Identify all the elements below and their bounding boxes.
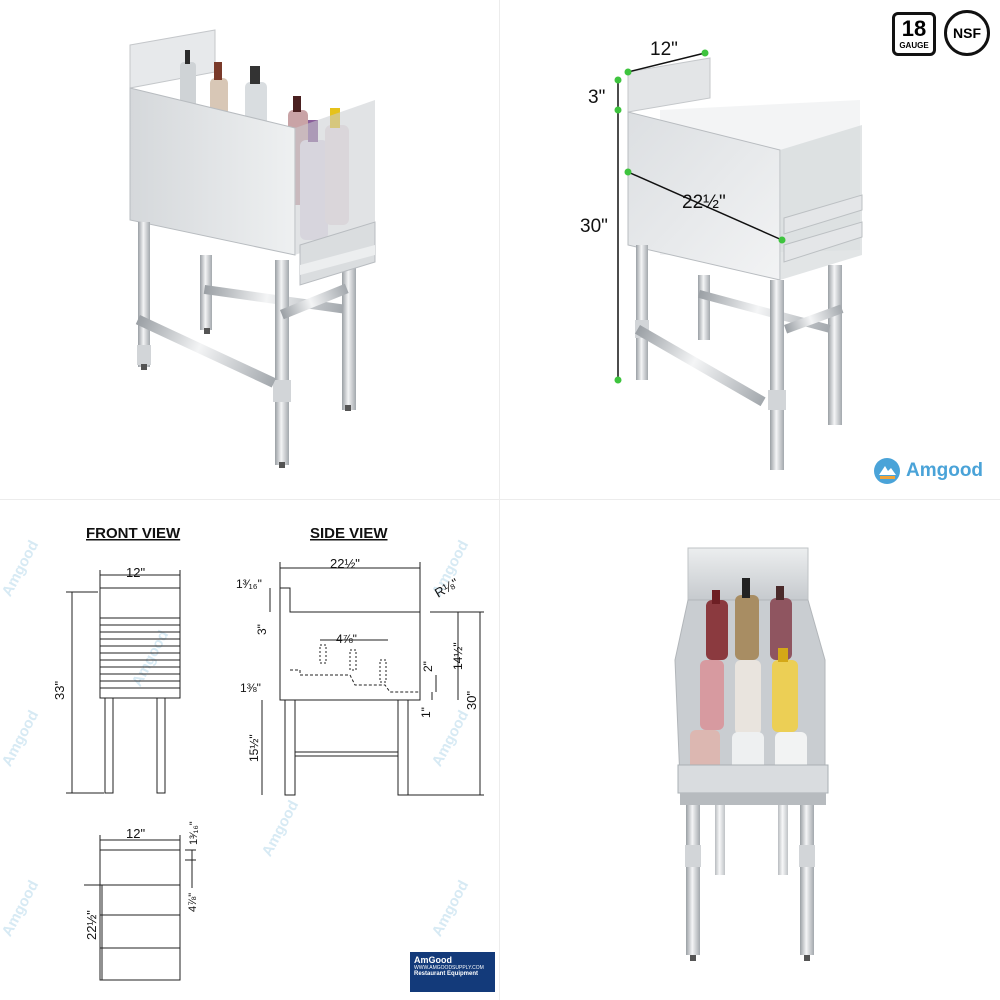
technical-drawings: Amgood Amgood Amgood Amgood Amgood Amgoo… — [0, 500, 500, 1000]
front-width-label: 12" — [126, 565, 145, 580]
dimensioned-product-view: 12" 3" 30" 22½" 18 GAUGE NSF Amgood — [500, 0, 1000, 500]
logo-url: WWW.AMGOODSUPPLY.COM — [414, 965, 484, 971]
gauge-number: 18 — [901, 16, 927, 41]
divider-vertical — [499, 0, 500, 1000]
dim-depth-label: 22½" — [682, 192, 726, 213]
top-width-label: 12" — [126, 826, 145, 841]
supplier-logo: AmGood WWW.AMGOODSUPPLY.COM Restaurant E… — [410, 952, 495, 992]
top-step-label: 4⅞" — [187, 893, 199, 912]
front-view-drawing — [66, 570, 181, 794]
liquor-bin-illustration — [129, 29, 376, 468]
front-view-title: FRONT VIEW — [86, 525, 181, 542]
side-step-depth-label: 4⅞" — [336, 632, 357, 646]
brand-logo: Amgood — [872, 456, 983, 486]
top-gap-label: 1³⁄₁₆" — [188, 821, 200, 845]
dimension-lines — [614, 49, 786, 384]
side-top-gap-label: 1³⁄₁₆" — [236, 577, 262, 591]
top-depth-label: 22½" — [84, 910, 99, 940]
dim-backsplash-label: 3" — [588, 87, 605, 108]
side-leg-label: 15½" — [247, 734, 261, 762]
bottles — [690, 578, 807, 787]
nsf-badge: NSF — [944, 10, 990, 56]
amgood-logo-icon — [874, 458, 900, 484]
front-height-label: 33" — [52, 681, 67, 700]
logo-name: AmGood — [414, 955, 452, 965]
drawing-canvas: FRONT VIEW SIDE VIEW 12" 33" 22½" 1³⁄₁₆"… — [52, 525, 484, 981]
product-photo-with-bottles — [0, 0, 500, 500]
side-view-title: SIDE VIEW — [310, 525, 388, 542]
side-bottom-gap-label: 1" — [419, 707, 433, 718]
side-view-drawing — [261, 562, 484, 796]
side-backsplash-label: 3" — [255, 624, 269, 635]
dimensioned-bin-illustration: 12" 3" 30" 22½" — [580, 39, 863, 470]
dim-width-label: 12" — [650, 39, 678, 60]
product-front-photo — [500, 500, 1000, 1000]
divider-horizontal — [0, 499, 1000, 500]
side-step-rise-label: 2" — [421, 661, 435, 672]
front-bin-illustration — [674, 547, 829, 961]
gauge-badge: 18 GAUGE — [892, 12, 936, 56]
dim-height-label: 30" — [580, 216, 608, 237]
logo-tagline: Restaurant Equipment — [414, 971, 479, 977]
side-depth-label: 22½" — [330, 556, 360, 571]
side-bin-height-label: 14½" — [451, 642, 465, 670]
nsf-label: NSF — [953, 25, 981, 41]
side-total-label: 30" — [464, 691, 479, 710]
side-radius-label: R⅛" — [432, 575, 461, 601]
brand-name: Amgood — [906, 460, 984, 481]
gauge-label: GAUGE — [899, 41, 929, 50]
top-view-drawing — [84, 835, 196, 981]
side-lower-gap-label: 1⅜" — [240, 681, 261, 695]
